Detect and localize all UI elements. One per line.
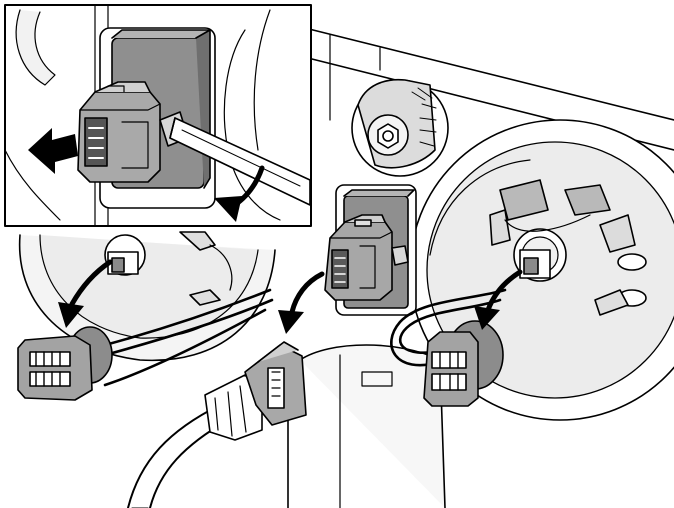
left-bulb [104, 231, 233, 306]
curved-arrow-icon [214, 165, 265, 222]
left-bulb-plug [17, 288, 274, 401]
adjuster-knob [351, 78, 449, 177]
center-connector [324, 214, 409, 301]
main-cable-plug [127, 341, 307, 508]
curved-arrow-icon [278, 271, 325, 334]
curved-arrow-icon [474, 269, 523, 330]
curved-arrow-icon [58, 259, 113, 328]
inset-detail [4, 4, 312, 227]
right-bulb [489, 179, 647, 316]
arrow-left-icon [28, 128, 78, 174]
right-bulb-plug [390, 288, 507, 407]
